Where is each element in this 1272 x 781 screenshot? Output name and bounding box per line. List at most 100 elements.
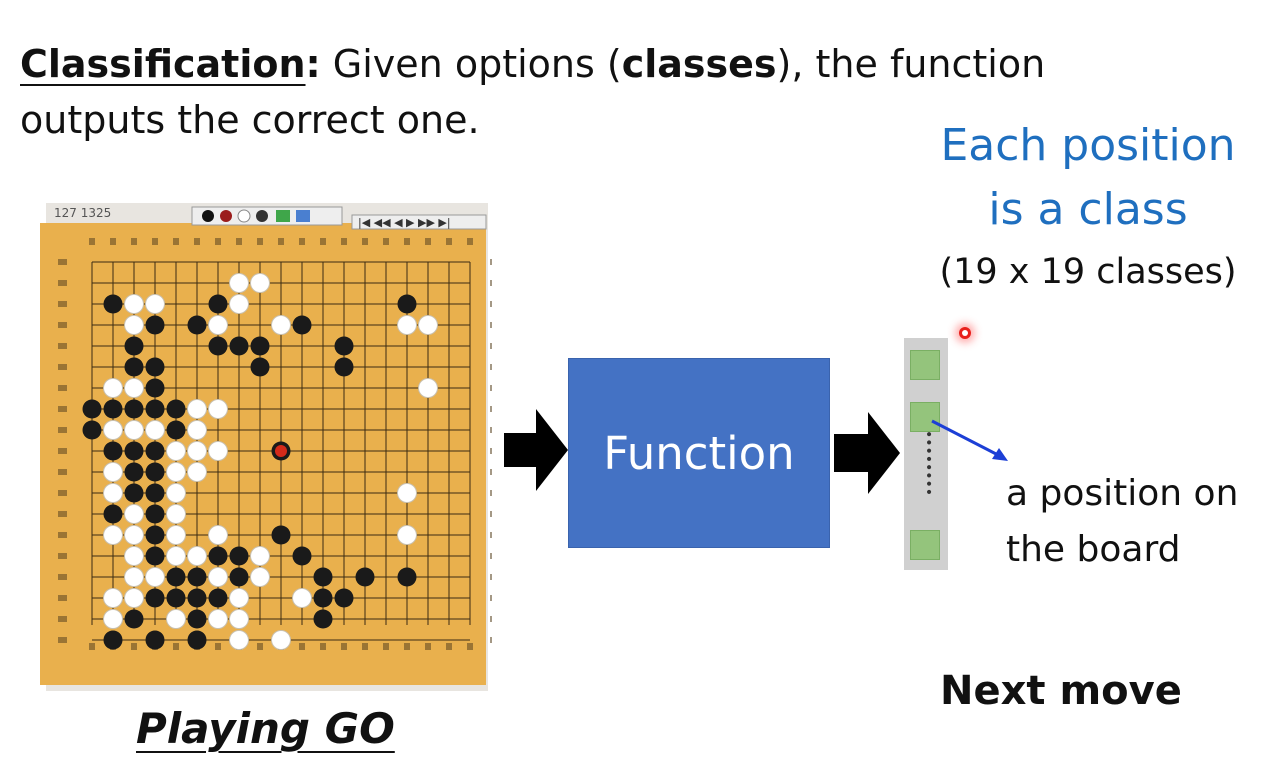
coordinate-mark [467,238,473,245]
laser-pointer-dot [959,327,971,339]
function-box: Function [568,358,830,548]
white-stone [229,609,249,629]
coordinate-mark [58,490,67,496]
coordinate-mark [110,238,116,245]
white-stone [145,294,165,314]
black-stone [187,588,207,608]
coordinate-mark [425,238,431,245]
coordinate-mark [490,574,499,580]
white-stone [124,588,144,608]
black-stone [229,546,249,566]
black-stone [103,294,123,314]
black-stone [124,483,144,503]
white-stone [166,525,186,545]
white-stone [124,567,144,587]
coordinate-mark [131,643,137,650]
coordinate-mark [58,406,67,412]
coordinate-mark [58,301,67,307]
black-stone [313,567,333,587]
coordinate-mark [341,643,347,650]
white-stone [397,483,417,503]
white-stone [124,315,144,335]
coordinate-mark [58,322,67,328]
coordinate-mark [404,238,410,245]
white-stone [208,399,228,419]
black-stone [187,315,207,335]
black-stone [166,399,186,419]
coordinate-mark [490,364,499,370]
black-stone [313,609,333,629]
black-stone [271,525,291,545]
white-stone [250,273,270,293]
black-stone [397,294,417,314]
function-label: Function [603,426,795,480]
coordinate-mark [58,637,67,643]
black-stone [145,399,165,419]
coordinate-mark [58,553,67,559]
coordinate-mark [341,238,347,245]
output-cell-1 [910,350,940,380]
white-stone [166,483,186,503]
arrow-to-output [834,412,900,494]
pointer-arrow [931,419,1008,461]
white-stone [124,504,144,524]
black-stone [229,336,249,356]
coordinate-mark [257,643,263,650]
white-stone [292,588,312,608]
black-stone [145,525,165,545]
coordinate-mark [425,643,431,650]
white-stone [124,420,144,440]
coordinate-mark [58,574,67,580]
black-stone [166,567,186,587]
coordinate-mark [490,343,499,349]
black-stone [166,420,186,440]
white-stone [103,462,123,482]
each-position-line1: Each position [940,120,1236,171]
white-stone [187,399,207,419]
black-stone [145,462,165,482]
coordinate-mark [299,238,305,245]
coordinate-mark [152,238,158,245]
white-stone [397,315,417,335]
coordinate-mark [215,643,221,650]
headline-text-2: ), the function [776,42,1046,86]
black-stone [103,630,123,650]
coordinate-mark [58,616,67,622]
black-stone [229,567,249,587]
coordinate-mark [173,643,179,650]
annotation-line-1: a position on [1006,473,1239,514]
coordinate-mark [194,238,200,245]
coordinate-mark [58,364,67,370]
white-stone [124,546,144,566]
arrow-to-function [504,409,568,491]
coordinate-mark [490,385,499,391]
black-stone [397,567,417,587]
coordinate-mark [173,238,179,245]
black-stone [145,441,165,461]
white-stone [103,378,123,398]
white-stone [166,546,186,566]
white-stone [397,525,417,545]
coordinate-mark [490,322,499,328]
black-stone [208,294,228,314]
black-stone [82,399,102,419]
black-stone [124,336,144,356]
headline-line-2: outputs the correct one. [20,98,480,142]
coordinate-mark [320,238,326,245]
black-stone [250,357,270,377]
coordinate-mark [490,448,499,454]
black-stone [103,399,123,419]
coordinate-mark [490,469,499,475]
coordinate-mark [58,511,67,517]
white-stone [208,315,228,335]
coordinate-mark [490,637,499,643]
white-stone [208,567,228,587]
coordinate-mark [490,511,499,517]
coordinate-mark [490,616,499,622]
white-stone [208,441,228,461]
black-stone [145,630,165,650]
coordinate-mark [490,406,499,412]
black-stone [124,357,144,377]
coordinate-mark [257,238,263,245]
coordinate-mark [89,238,95,245]
